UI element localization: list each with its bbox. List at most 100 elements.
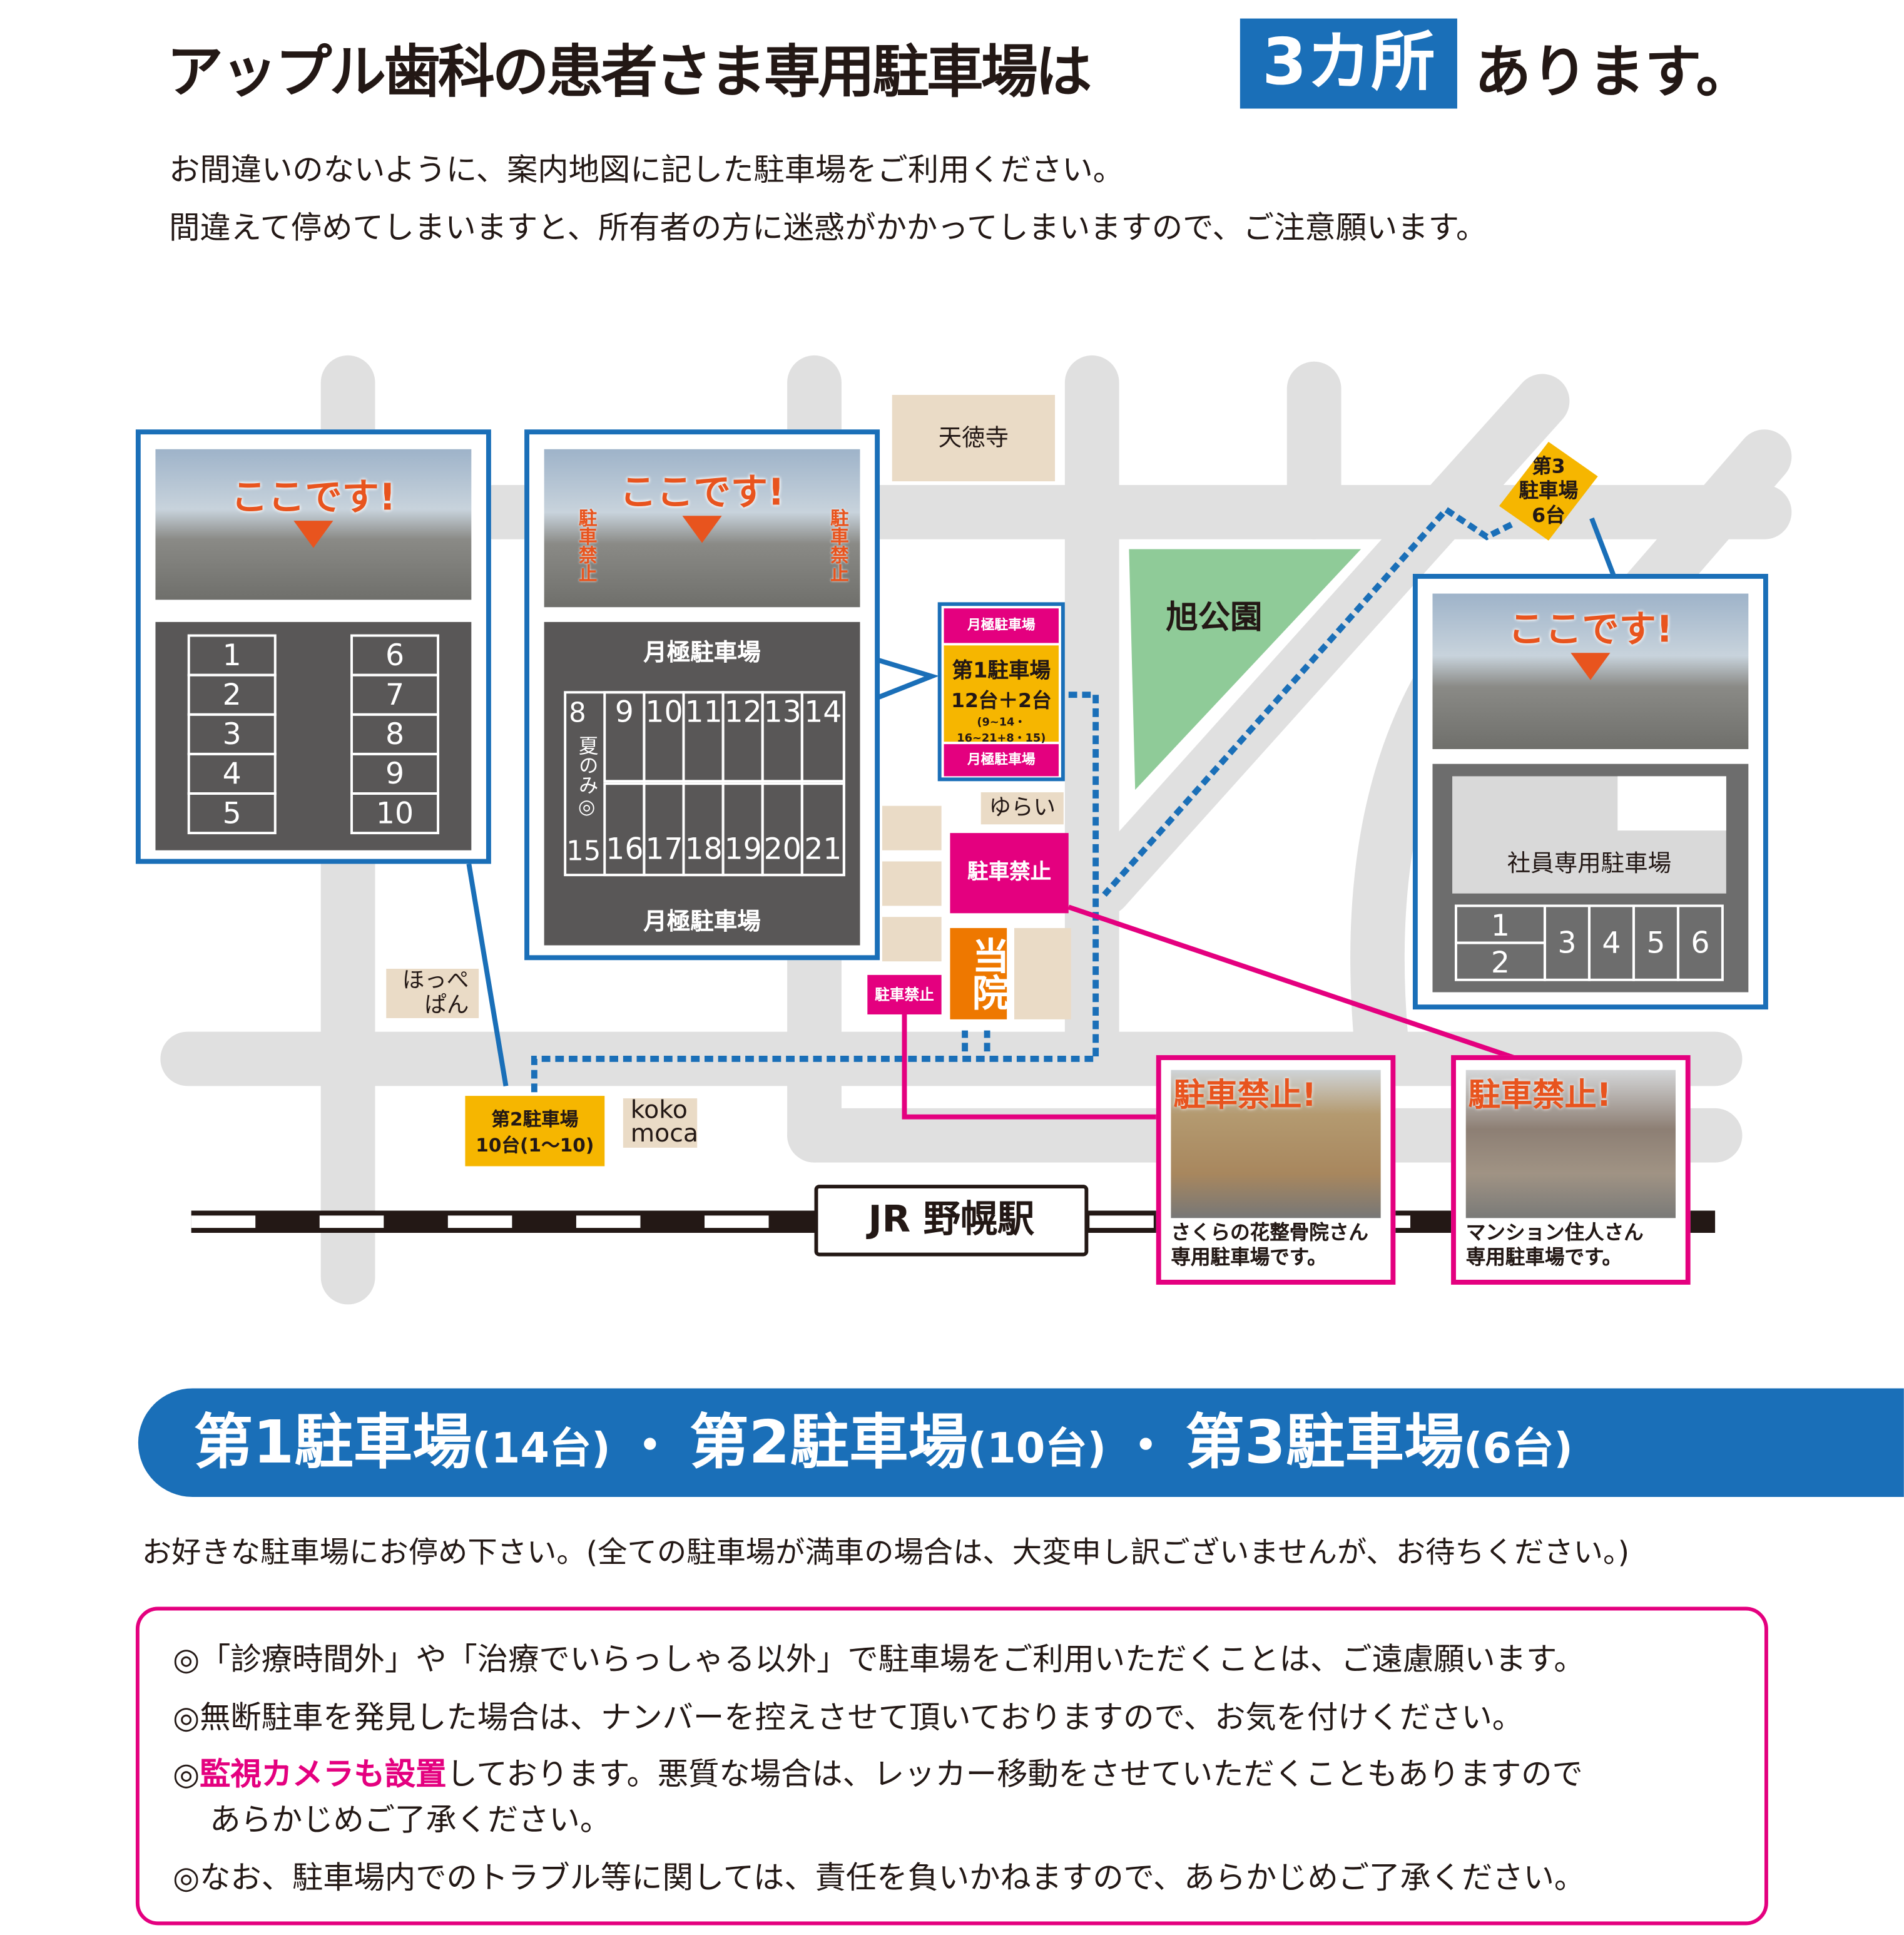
- lot3-line3: 6台: [1532, 503, 1565, 528]
- clinic-marker[interactable]: 当院: [950, 927, 1008, 1019]
- monthly-bottom: 月極駐車場: [643, 908, 761, 936]
- photo: [1465, 1070, 1676, 1218]
- no-parking-right: 駐車禁止: [828, 508, 850, 583]
- lot1-count: (14台): [472, 1424, 611, 1474]
- no-parking-photo-1: 駐車禁止! さくらの花整骨院さん 専用駐車場です。: [1156, 1055, 1396, 1285]
- lot1-map-label[interactable]: 月極駐車場 第1駐車場 12台＋2台 (9~14・16~21+8・15) 月極駐…: [937, 602, 1065, 782]
- page-title-end: あります。: [1474, 38, 1753, 105]
- spot-15: 15: [566, 837, 601, 868]
- no-parking-title: 駐車禁止!: [1468, 1077, 1612, 1115]
- spot: 14: [800, 691, 845, 783]
- lot2-layout: 1 2 3 4 5 6 7 8 9 10: [155, 621, 472, 850]
- lot1-grid: 8 夏のみ◎ 15 9 10 11 12 13 14 16 17 18 19 2…: [564, 691, 845, 877]
- spot: 12: [721, 691, 764, 783]
- spot: 11: [682, 691, 725, 783]
- lot3-line2: 駐車場: [1519, 479, 1579, 503]
- building: [882, 805, 942, 850]
- lot2-map-label[interactable]: 第2駐車場 10台(1〜10): [465, 1096, 605, 1167]
- spot: 1: [187, 634, 277, 676]
- building: [1014, 927, 1071, 1019]
- spot: 16: [603, 782, 646, 877]
- note-text: しております。悪質な場合は、レッカー移動をさせていただくこともありますので: [446, 1756, 1583, 1792]
- spot: 9: [603, 691, 646, 783]
- spot: 4: [1587, 904, 1635, 981]
- photo: [1171, 1070, 1381, 1218]
- down-arrow-icon: [293, 521, 333, 548]
- spot: 2: [187, 673, 277, 716]
- spot-8: 8: [569, 698, 586, 730]
- sep: ・: [625, 1417, 675, 1475]
- spot: 3: [187, 713, 277, 755]
- summer-only-note: 夏のみ◎: [574, 735, 599, 819]
- lot2-name: 第2駐車場: [491, 1108, 579, 1131]
- lot1-summary: 第1駐車場: [193, 1408, 472, 1478]
- spot: 7: [350, 673, 440, 716]
- spot: 10: [643, 691, 685, 783]
- lot2-summary: 第2駐車場: [689, 1408, 968, 1478]
- staff-parking-label: 社員専用駐車場: [1507, 850, 1672, 878]
- note-3-cont: あらかじめご了承ください。: [210, 1802, 611, 1838]
- lot1-layout: 月極駐車場 月極駐車場 8 夏のみ◎ 15 9 10 11 12 13 14 1…: [544, 621, 860, 946]
- note-2: ◎無断駐車を発見した場合は、ナンバーを控えさせて頂いておりますので、お気を付けく…: [173, 1699, 1524, 1735]
- lot1-count: 12台＋2台: [951, 688, 1052, 712]
- here-label: ここです!: [619, 471, 785, 515]
- count-badge: 3カ所: [1240, 18, 1457, 109]
- info-text: お好きな駐車場にお停め下さい。(全ての駐車場が満車の場合は、大変申し訳ございませ…: [141, 1535, 1630, 1570]
- lot3-layout: 社員専用駐車場 1 2 3 4 5 6: [1432, 763, 1749, 993]
- subtitle-1: お間違いのないように、案内地図に記した駐車場をご利用ください。: [169, 151, 1124, 188]
- here-label: ここです!: [231, 476, 396, 520]
- note-3: ◎監視カメラも設置しております。悪質な場合は、レッカー移動をさせていただくことも…: [173, 1750, 1583, 1794]
- spot: 3: [1543, 904, 1591, 981]
- spot: 10: [350, 792, 440, 835]
- staff-area: 社員専用駐車場: [1452, 776, 1726, 894]
- spot: 19: [721, 782, 764, 877]
- white-block: [1617, 776, 1726, 831]
- park-label: 旭公園: [1166, 600, 1263, 637]
- lot3-summary: 第3駐車場: [1185, 1408, 1464, 1478]
- lot3-count: (6台): [1463, 1424, 1573, 1474]
- hoppepan-label: ほっぺ ぱん: [386, 968, 479, 1018]
- no-parking-photo-2: 駐車禁止! マンション住人さん 専用駐車場です。: [1451, 1055, 1691, 1285]
- lot2-photo: ここです!: [155, 449, 472, 600]
- spot: 1: [1454, 904, 1546, 944]
- spot: 4: [187, 752, 277, 795]
- lot2-callout: ここです! 1 2 3 4 5 6 7 8 9 10: [135, 429, 491, 864]
- temple-label: 天徳寺: [892, 395, 1056, 482]
- spot: 20: [761, 782, 803, 877]
- monthly-top: 月極駐車場: [944, 608, 1059, 643]
- lot1-photo: ここです! 駐車禁止 駐車禁止: [544, 449, 860, 608]
- subtitle-2: 間違えて停めてしまいますと、所有者の方に迷惑がかかってしまいますので、ご注意願い…: [169, 210, 1487, 246]
- sep: ・: [1121, 1417, 1171, 1475]
- caption: さくらの花整骨院さん: [1171, 1220, 1368, 1244]
- spot: 18: [682, 782, 725, 877]
- spot: 8: [350, 713, 440, 755]
- building: [882, 917, 942, 962]
- spot: 21: [800, 782, 845, 877]
- lot2-count: (10台): [967, 1424, 1107, 1474]
- kokomoca-label: koko moca: [623, 1097, 698, 1148]
- no-parking-title: 駐車禁止!: [1173, 1077, 1316, 1115]
- spot: 2: [1454, 941, 1546, 981]
- spot: 13: [761, 691, 803, 783]
- park-area: [1129, 549, 1362, 790]
- caption: 専用駐車場です。: [1465, 1245, 1622, 1269]
- note-4: ◎なお、駐車場内でのトラブル等に関しては、責任を負いかねますので、あらかじめご了…: [173, 1859, 1586, 1896]
- page-title: アップル歯科の患者さま専用駐車場は: [166, 38, 1092, 105]
- no-parking-left: 駐車禁止: [576, 508, 599, 583]
- lot3-callout: ここです! 社員専用駐車場 1 2 3 4 5 6: [1412, 573, 1768, 1010]
- spot: 5: [187, 792, 277, 835]
- summary-banner: 第1駐車場(14台)・第2駐車場(10台)・第3駐車場(6台): [138, 1388, 1904, 1498]
- spot: 6: [1676, 904, 1724, 981]
- lot1-callout: ここです! 駐車禁止 駐車禁止 月極駐車場 月極駐車場 8 夏のみ◎ 15 9 …: [524, 429, 880, 961]
- lot3-line1: 第3: [1532, 454, 1565, 478]
- caption: 専用駐車場です。: [1171, 1245, 1327, 1269]
- lot3-photo: ここです!: [1432, 593, 1749, 750]
- lot1-nums: (9~14・16~21+8・15): [957, 717, 1046, 746]
- mark: ◎: [173, 1756, 200, 1792]
- notes-box: [135, 1606, 1768, 1926]
- yurai-label: ゆらい: [980, 792, 1064, 825]
- monthly-top: 月極駐車場: [643, 639, 761, 666]
- no-parking-sign: 駐車禁止: [950, 833, 1069, 914]
- spot: 9: [350, 752, 440, 795]
- here-label: ここです!: [1508, 608, 1673, 652]
